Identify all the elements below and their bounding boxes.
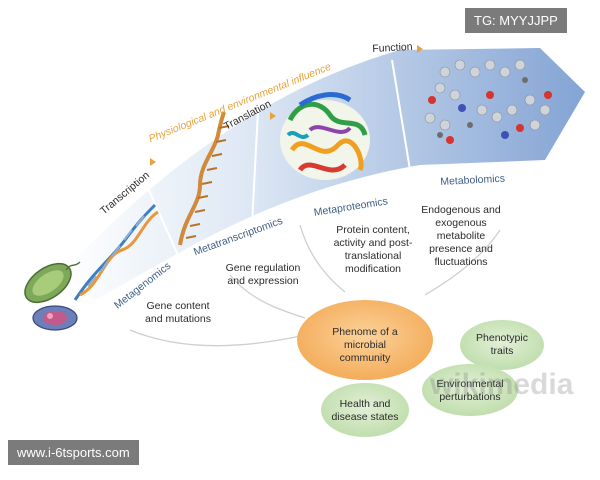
connector-curve-4 bbox=[424, 229, 501, 296]
dna-helix-icon bbox=[73, 203, 159, 301]
metabolite-molecules-icon bbox=[424, 59, 552, 144]
rna-strand-icon bbox=[178, 111, 230, 246]
phenome-oval bbox=[297, 300, 433, 380]
phenotypic-oval bbox=[460, 320, 544, 370]
health-text: Health and disease states bbox=[331, 398, 399, 423]
protein-content-text: Protein content, activity and post-trans… bbox=[333, 224, 413, 275]
protein-structure-icon bbox=[280, 92, 370, 180]
translation-arrow bbox=[270, 112, 276, 120]
site-watermark: www.i-6tsports.com bbox=[8, 440, 139, 465]
band-divider-2 bbox=[251, 109, 259, 226]
gene-regulation-text: Gene regulation and expression bbox=[225, 262, 301, 287]
environmental-oval bbox=[422, 364, 518, 416]
connector-curve-1 bbox=[129, 329, 306, 347]
connector-curve-3 bbox=[299, 224, 346, 293]
tg-watermark: TG: MYYJJPP bbox=[465, 8, 567, 33]
metabolite-presence-text: Endogenous and exogenous metabolite pres… bbox=[421, 204, 501, 268]
wikimedia-watermark: wikimedia bbox=[430, 368, 574, 401]
function-arrow bbox=[417, 45, 423, 53]
microbe-cell-icon bbox=[24, 261, 81, 331]
function-label: Function bbox=[372, 40, 413, 55]
transcription-arrow bbox=[150, 158, 156, 166]
band-divider-3 bbox=[391, 59, 411, 171]
environmental-text: Environmental perturbations bbox=[436, 378, 504, 403]
connector-curve-2 bbox=[229, 274, 306, 319]
band-divider-1 bbox=[141, 174, 179, 256]
gene-content-text: Gene content and mutations bbox=[145, 300, 211, 325]
phenome-text: Phenome of a microbial community bbox=[332, 326, 398, 364]
health-oval bbox=[321, 383, 409, 437]
phenotypic-text: Phenotypic traits bbox=[476, 332, 528, 357]
